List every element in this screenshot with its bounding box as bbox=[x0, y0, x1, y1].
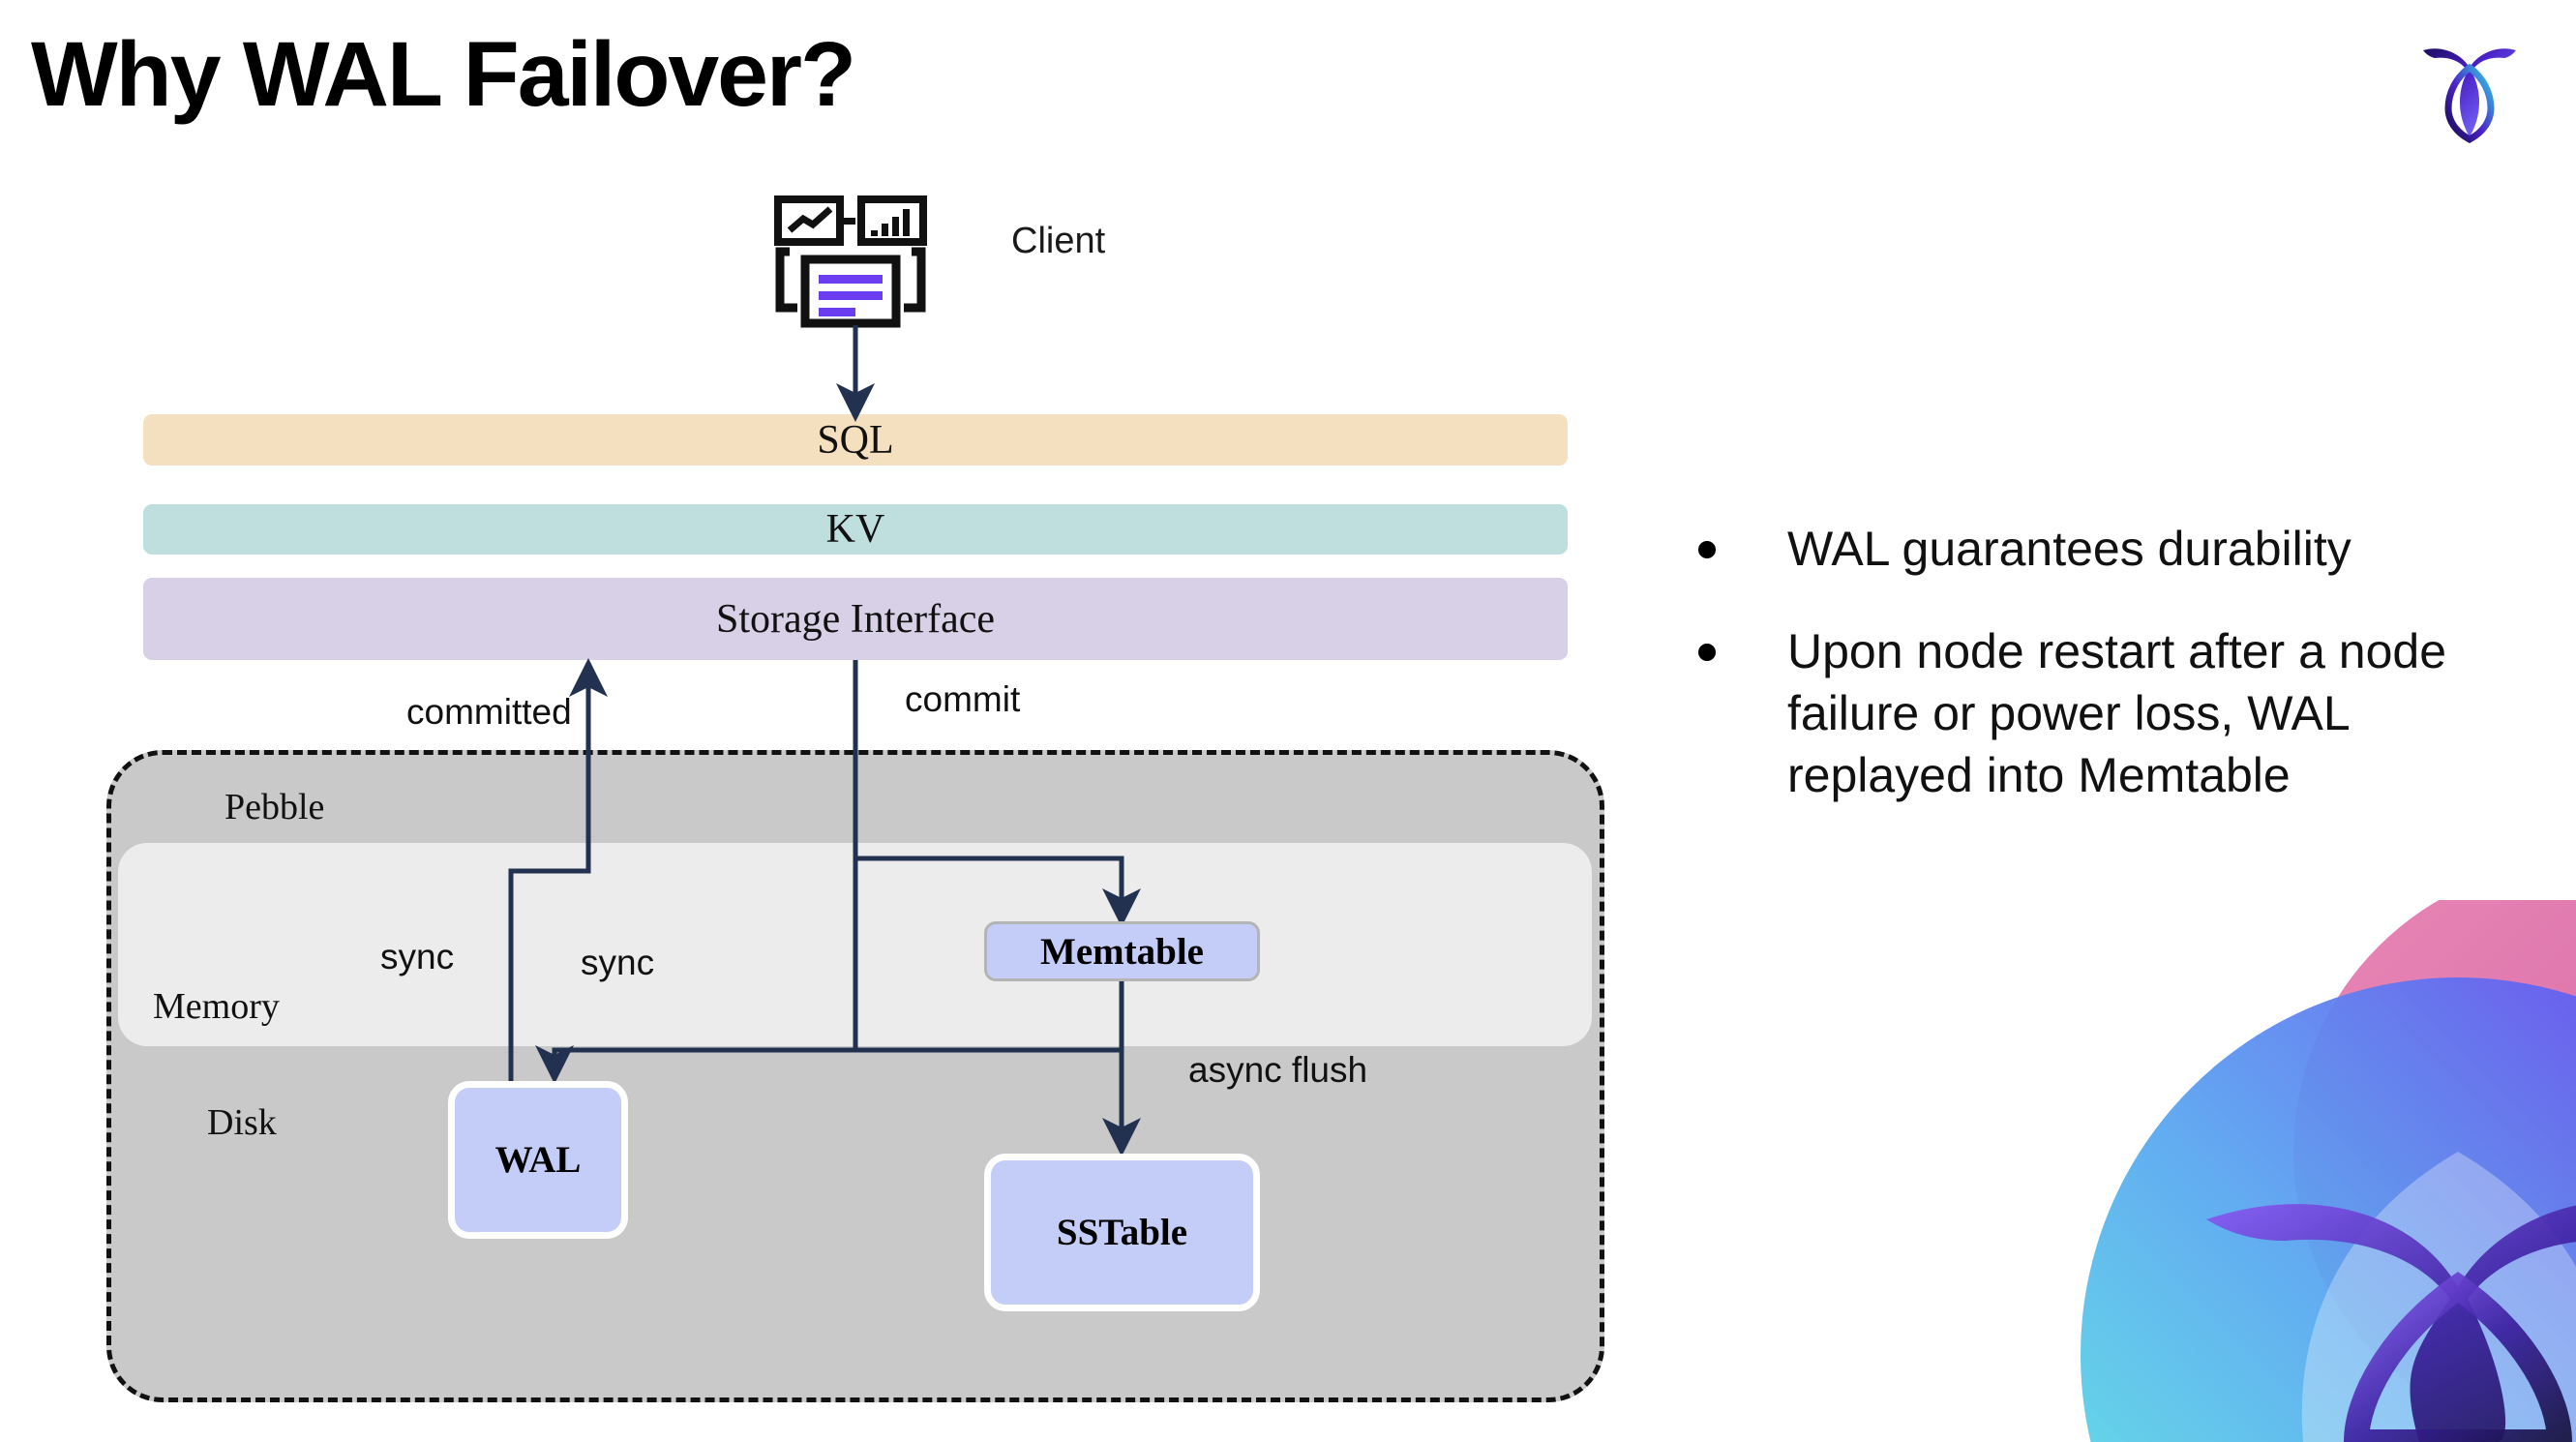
layer-label-sql: SQL bbox=[817, 417, 894, 463]
edge-label-committed: committed bbox=[406, 692, 572, 732]
node-label-memtable: Memtable bbox=[1040, 930, 1204, 973]
disk-label: Disk bbox=[207, 1102, 277, 1143]
bullet-text: Upon node restart after a node failure o… bbox=[1787, 624, 2447, 802]
memory-label: Memory bbox=[153, 986, 280, 1027]
cockroachdb-logo-icon bbox=[2411, 29, 2528, 145]
edge-label-commit: commit bbox=[905, 679, 1021, 719]
layer-label-storage-interface: Storage Interface bbox=[716, 596, 995, 642]
client-label: Client bbox=[1011, 221, 1106, 261]
layer-bar-storage-interface: Storage Interface bbox=[143, 578, 1568, 660]
node-sstable: SSTable bbox=[984, 1154, 1260, 1311]
list-item: Upon node restart after a node failure o… bbox=[1698, 620, 2501, 806]
layer-bar-sql: SQL bbox=[143, 414, 1568, 466]
edge-label-sync-2: sync bbox=[581, 943, 655, 982]
bullet-dot-icon bbox=[1698, 644, 1716, 661]
bullet-dot-icon bbox=[1698, 541, 1716, 558]
layer-label-kv: KV bbox=[825, 507, 885, 552]
client-dashboard-icon bbox=[774, 194, 929, 329]
edge-label-async-flush: async flush bbox=[1188, 1050, 1368, 1090]
bullet-text: WAL guarantees durability bbox=[1787, 522, 2351, 576]
bullet-list: WAL guarantees durability Upon node rest… bbox=[1698, 518, 2501, 847]
pebble-label: Pebble bbox=[225, 787, 325, 827]
list-item: WAL guarantees durability bbox=[1698, 518, 2501, 580]
node-memtable: Memtable bbox=[984, 921, 1260, 981]
page-title: Why WAL Failover? bbox=[31, 23, 856, 126]
node-label-wal: WAL bbox=[494, 1139, 582, 1181]
node-wal: WAL bbox=[448, 1081, 628, 1239]
edge-label-sync-1: sync bbox=[380, 937, 455, 976]
node-label-sstable: SSTable bbox=[1056, 1212, 1188, 1253]
layer-bar-kv: KV bbox=[143, 504, 1568, 555]
